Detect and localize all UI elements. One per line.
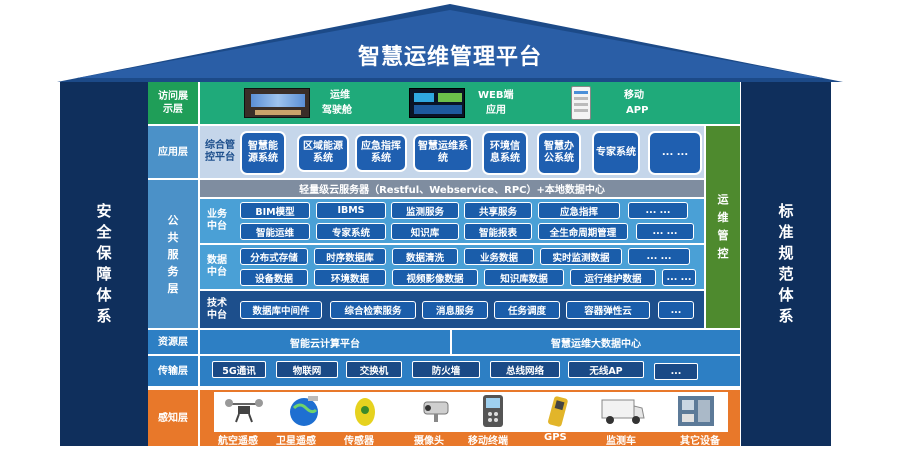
- cockpit-screen-icon: [244, 88, 310, 118]
- biz-monitoring-service[interactable]: 监测服务: [391, 202, 459, 219]
- camera-icon: [418, 398, 454, 424]
- smart-ops-big-data-center[interactable]: 智慧运维大数据中心: [452, 330, 740, 354]
- data-environment[interactable]: 环境数据: [314, 269, 386, 286]
- smart-cloud-computing-platform[interactable]: 智能云计算平台: [200, 330, 450, 354]
- data-distributed-storage[interactable]: 分布式存储: [240, 248, 308, 265]
- layer-label-access: 访问展示层: [148, 82, 198, 124]
- transport-bus-network[interactable]: 总线网络: [490, 361, 560, 378]
- access-item-web[interactable]: WEB端 应用: [478, 90, 514, 116]
- biz-knowledge-base[interactable]: 知识库: [391, 223, 459, 240]
- data-realtime-monitoring[interactable]: 实时监测数据: [540, 248, 622, 265]
- data-operation-maintenance[interactable]: 运行维护数据: [570, 269, 656, 286]
- data-platform-label: 数据中台: [207, 255, 227, 278]
- data-more-2[interactable]: ... ...: [662, 269, 696, 286]
- tech-message-service[interactable]: 消息服务: [422, 301, 488, 319]
- data-business[interactable]: 业务数据: [464, 248, 534, 265]
- perception-label-satellite: 卫星遥感: [276, 436, 316, 447]
- layer-label-resource: 资源层: [148, 330, 198, 354]
- tech-platform-label: 技术中台: [207, 297, 227, 321]
- biz-shared-service[interactable]: 共享服务: [464, 202, 532, 219]
- other-device-icon: [676, 394, 716, 428]
- layer-label-application: 应用层: [148, 126, 198, 178]
- lightweight-server-band: 轻量级云服务器（Restful、Webservice、RPC）+本地数据中心: [200, 180, 704, 197]
- page-title: 智慧运维管理平台: [357, 45, 542, 70]
- monitoring-van-icon: [600, 396, 646, 426]
- biz-more-2[interactable]: ... ...: [636, 223, 694, 240]
- access-item-cockpit[interactable]: 运维 驾驶舱: [322, 90, 352, 116]
- perception-label-other-devices: 其它设备: [680, 436, 720, 447]
- standards-system-pillar: 标 准 规 范 体 系: [741, 82, 831, 446]
- tech-container-cloud[interactable]: 容器弹性云: [566, 301, 650, 319]
- sensor-icon: [352, 394, 378, 428]
- perception-label-sensor: 传感器: [344, 436, 374, 447]
- transport-wireless-ap[interactable]: 无线AP: [568, 361, 644, 378]
- satellite-globe-icon: [286, 394, 322, 428]
- data-video-image[interactable]: 视频影像数据: [392, 269, 478, 286]
- data-knowledge-base[interactable]: 知识库数据: [484, 269, 564, 286]
- perception-label-mobile-terminal: 移动终端: [468, 436, 508, 447]
- layer-label-transport: 传输层: [148, 356, 198, 386]
- handheld-terminal-icon: [480, 394, 506, 428]
- tech-more[interactable]: ...: [658, 301, 694, 319]
- transport-switch[interactable]: 交换机: [346, 361, 402, 378]
- transport-firewall[interactable]: 防火墙: [412, 361, 480, 378]
- roof: [57, 4, 843, 82]
- biz-bim-model[interactable]: BIM模型: [240, 202, 310, 219]
- integrated-control-platform-label: 综合管控平台: [205, 140, 235, 163]
- transport-iot[interactable]: 物联网: [276, 361, 338, 378]
- app-smart-ops[interactable]: 智慧运维系统: [413, 134, 473, 172]
- biz-ibms[interactable]: IBMS: [316, 202, 386, 219]
- data-equipment[interactable]: 设备数据: [240, 269, 308, 286]
- tech-search-service[interactable]: 综合检索服务: [330, 301, 416, 319]
- data-more-1[interactable]: ... ...: [628, 248, 690, 265]
- business-platform-label: 业务中台: [207, 209, 227, 232]
- app-emergency-command[interactable]: 应急指挥系统: [355, 134, 407, 172]
- perception-label-monitoring-van: 监测车: [606, 436, 636, 447]
- data-timeseries-db[interactable]: 时序数据库: [314, 248, 386, 265]
- transport-more[interactable]: ...: [654, 363, 698, 380]
- layer-label-perception: 感知层: [148, 390, 198, 446]
- app-environment-info[interactable]: 环境信息系统: [482, 131, 528, 175]
- transport-5g[interactable]: 5G通讯: [212, 361, 266, 378]
- biz-more-1[interactable]: ... ...: [628, 202, 688, 219]
- layer-label-public-service: 公 共 服 务 层: [148, 180, 198, 328]
- biz-smart-ops[interactable]: 智能运维: [240, 223, 310, 240]
- biz-expert-system[interactable]: 专家系统: [316, 223, 386, 240]
- app-smart-office[interactable]: 智慧办公系统: [537, 131, 581, 175]
- biz-emergency-command[interactable]: 应急指挥: [538, 202, 620, 219]
- drone-icon: [224, 396, 264, 426]
- security-system-pillar: 安 全 保 障 体 系: [60, 82, 148, 446]
- web-dashboard-icon: [409, 88, 465, 118]
- data-cleaning[interactable]: 数据清洗: [392, 248, 458, 265]
- ops-control-pillar: 运 维 管 控: [706, 126, 740, 328]
- perception-label-aerial: 航空遥感: [218, 436, 258, 447]
- tech-db-middleware[interactable]: 数据库中间件: [240, 301, 322, 319]
- biz-smart-report[interactable]: 智能报表: [464, 223, 532, 240]
- access-item-mobile[interactable]: 移动 APP: [624, 90, 649, 116]
- tech-task-scheduling[interactable]: 任务调度: [494, 301, 560, 319]
- gps-device-icon: [546, 394, 570, 428]
- app-smart-energy[interactable]: 智慧能源系统: [240, 131, 286, 175]
- perception-label-gps: GPS: [544, 432, 567, 443]
- app-expert-system[interactable]: 专家系统: [592, 131, 640, 175]
- mobile-app-icon: [571, 86, 591, 120]
- app-regional-energy[interactable]: 区域能源系统: [297, 134, 349, 172]
- biz-lifecycle-management[interactable]: 全生命周期管理: [538, 223, 628, 240]
- app-more[interactable]: ... ...: [648, 131, 702, 175]
- perception-label-camera: 摄像头: [414, 436, 444, 447]
